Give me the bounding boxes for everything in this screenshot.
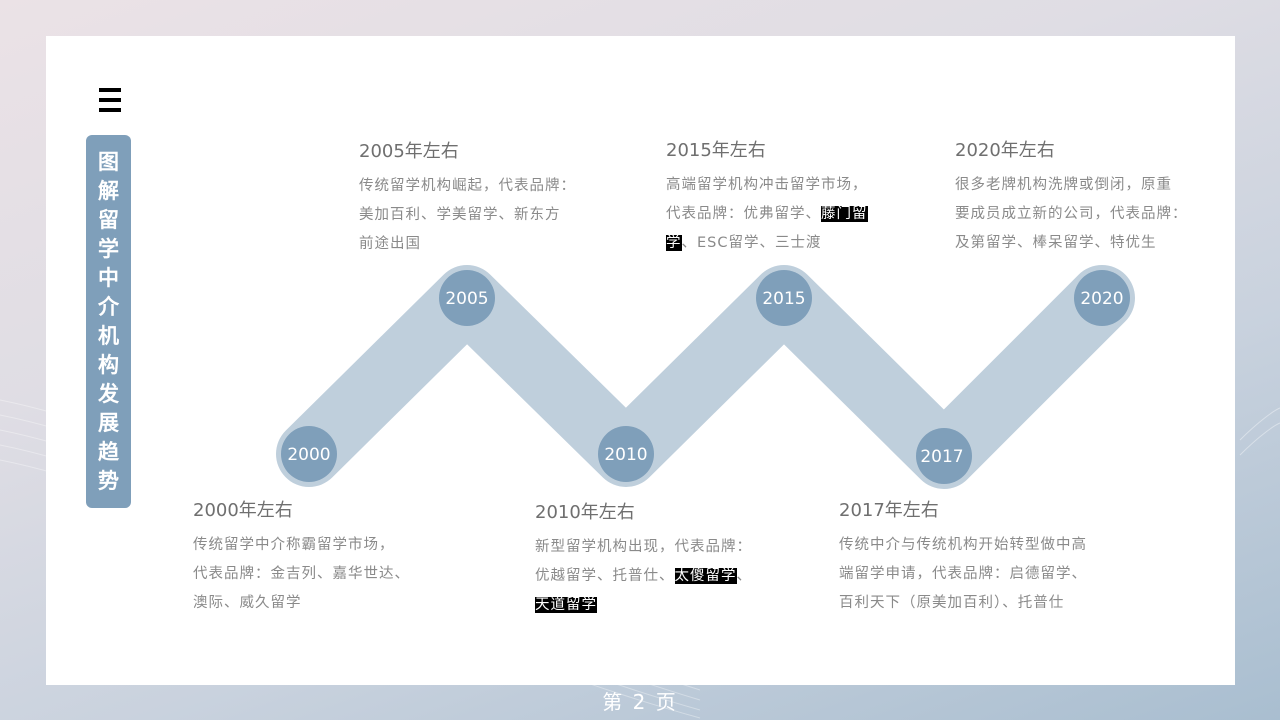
vertical-title: 图解留学中介机构发展趋势 <box>86 135 131 508</box>
entry-year: 2017年左右 <box>839 500 939 521</box>
entry-text: 学、ESC留学、三士渡 <box>666 229 868 258</box>
title-char: 趋 <box>98 439 119 464</box>
timeline-node-2010[interactable]: 2010 <box>598 426 654 482</box>
entry-year: 2000年左右 <box>193 500 293 521</box>
node-label: 2000 <box>287 445 330 465</box>
entry-2017: 2017年左右 传统中介与传统机构开始转型做中高 端留学申请，代表品牌：启德留学… <box>839 500 1087 618</box>
entry-text-part: 代表品牌：优弗留学、 <box>666 206 821 222</box>
entry-2000: 2000年左右 传统留学中介称霸留学市场， 代表品牌：金吉列、嘉华世达、 澳际、… <box>193 500 410 618</box>
entry-text: 传统留学机构崛起，代表品牌： <box>359 178 576 194</box>
entry-text: 很多老牌机构洗牌或倒闭，原重 <box>955 177 1172 193</box>
entry-2015: 2015年左右 高端留学机构冲击留学市场， 代表品牌：优弗留学、藤门留 学、ES… <box>666 140 868 258</box>
entry-text: 传统中介与传统机构开始转型做中高 <box>839 537 1087 553</box>
entry-2010: 2010年左右 新型留学机构出现，代表品牌： 优越留学、托普仕、太傻留学、 天道… <box>535 502 752 620</box>
entry-text: 代表品牌：金吉列、嘉华世达、 <box>193 566 410 582</box>
entry-text: 新型留学机构出现，代表品牌： <box>535 539 752 555</box>
entry-text: 要成员成立新的公司，代表品牌： <box>955 206 1188 222</box>
entry-year: 2005年左右 <box>359 141 459 162</box>
title-char: 图 <box>98 149 119 174</box>
highlighted-brand: 天道留学 <box>535 597 597 613</box>
highlighted-brand: 太傻留学 <box>674 568 737 584</box>
entry-year: 2020年左右 <box>955 140 1055 161</box>
hamburger-icon[interactable] <box>99 88 121 113</box>
entry-text: 前途出国 <box>359 236 421 252</box>
entry-text: 澳际、威久留学 <box>193 595 302 611</box>
title-char: 机 <box>98 323 119 348</box>
entry-text: 美加百利、学美留学、新东方 <box>359 207 561 223</box>
page-number: 第 2 页 <box>602 690 678 714</box>
timeline-node-2015[interactable]: 2015 <box>756 270 812 326</box>
entry-text-part: 优越留学、托普仕、 <box>535 568 675 584</box>
entry-text: 高端留学机构冲击留学市场， <box>666 177 868 193</box>
timeline-node-2000[interactable]: 2000 <box>281 426 337 482</box>
timeline-node-2017[interactable]: 2017 <box>916 428 972 484</box>
title-char: 解 <box>98 178 119 203</box>
title-char: 展 <box>98 410 119 435</box>
node-label: 2015 <box>762 289 805 309</box>
entry-text: 优越留学、托普仕、太傻留学、 <box>535 562 752 591</box>
entry-text-part: 、ESC留学、三士渡 <box>681 235 822 251</box>
title-char: 学 <box>98 236 119 261</box>
node-label: 2017 <box>920 447 963 467</box>
title-char: 介 <box>98 294 119 319</box>
entry-text: 及第留学、棒呆留学、特优生 <box>955 235 1157 251</box>
entry-text: 端留学申请，代表品牌：启德留学、 <box>839 566 1087 582</box>
entry-text-part: 、 <box>736 568 752 584</box>
entry-year: 2010年左右 <box>535 502 635 523</box>
title-char: 构 <box>98 352 119 377</box>
timeline-node-2005[interactable]: 2005 <box>439 270 495 326</box>
node-label: 2010 <box>604 445 647 465</box>
entry-text: 百利天下（原美加百利）、托普仕 <box>839 595 1065 611</box>
highlighted-brand: 藤门留 <box>821 206 868 222</box>
timeline-node-2020[interactable]: 2020 <box>1074 270 1130 326</box>
highlighted-brand: 学 <box>666 235 682 251</box>
entry-2020: 2020年左右 很多老牌机构洗牌或倒闭，原重 要成员成立新的公司，代表品牌： 及… <box>955 140 1188 258</box>
title-char: 势 <box>98 468 119 493</box>
entry-year: 2015年左右 <box>666 140 766 161</box>
entry-text: 代表品牌：优弗留学、藤门留 <box>666 200 868 229</box>
node-label: 2020 <box>1080 289 1123 309</box>
title-char: 中 <box>98 265 119 290</box>
entry-text: 天道留学 <box>535 591 752 620</box>
title-char: 发 <box>98 381 119 406</box>
title-char: 留 <box>98 207 119 232</box>
entry-text: 传统留学中介称霸留学市场， <box>193 537 395 553</box>
node-label: 2005 <box>445 289 488 309</box>
timeline-band <box>276 265 1135 489</box>
entry-2005: 2005年左右 传统留学机构崛起，代表品牌： 美加百利、学美留学、新东方 前途出… <box>359 141 576 259</box>
